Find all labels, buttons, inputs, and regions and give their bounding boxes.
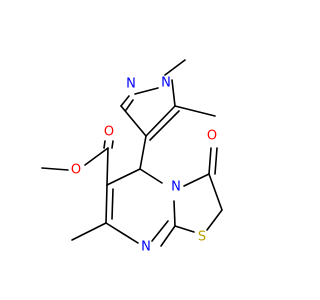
bond xyxy=(120,95,130,107)
bond xyxy=(183,173,210,187)
atom-n-pyrimidine: N xyxy=(141,240,151,255)
bond xyxy=(160,225,176,247)
atom-s-thiazole: S xyxy=(198,230,206,245)
atom-o-ketone: O xyxy=(207,129,217,144)
bond xyxy=(105,184,108,224)
bond xyxy=(125,99,134,111)
bond xyxy=(134,87,159,95)
bond xyxy=(173,200,176,227)
atom-n-bridge: N xyxy=(171,180,181,195)
bond xyxy=(174,105,216,117)
bond xyxy=(84,147,109,166)
bond xyxy=(111,140,114,149)
atom-o-carbonyl: O xyxy=(104,125,114,140)
bond xyxy=(145,105,176,137)
atom-n-pyrazole-2: N xyxy=(161,76,171,91)
bond xyxy=(41,167,69,171)
bond xyxy=(105,222,139,244)
bond xyxy=(208,173,223,211)
bond xyxy=(120,105,147,137)
bond xyxy=(174,225,195,233)
bond xyxy=(214,147,218,175)
bond xyxy=(208,147,212,175)
bond xyxy=(103,140,106,149)
molecule-canvas: O O O N N N N S xyxy=(41,59,223,255)
atom-n-pyrazole-1: N xyxy=(126,77,136,92)
atom-labels: O O O N N N N S xyxy=(71,76,217,255)
atom-o-ester: O xyxy=(71,163,81,178)
bond xyxy=(106,168,141,186)
bond xyxy=(111,188,114,220)
molecule-structure: O O O N N N N S xyxy=(41,59,223,255)
bond xyxy=(164,59,186,76)
bonds xyxy=(41,59,223,247)
bond xyxy=(206,209,223,231)
bond xyxy=(149,110,180,141)
bond xyxy=(151,220,169,242)
bond xyxy=(106,147,109,186)
bond xyxy=(71,222,107,241)
bond xyxy=(139,135,147,170)
bond xyxy=(139,168,163,184)
bond xyxy=(171,79,176,107)
